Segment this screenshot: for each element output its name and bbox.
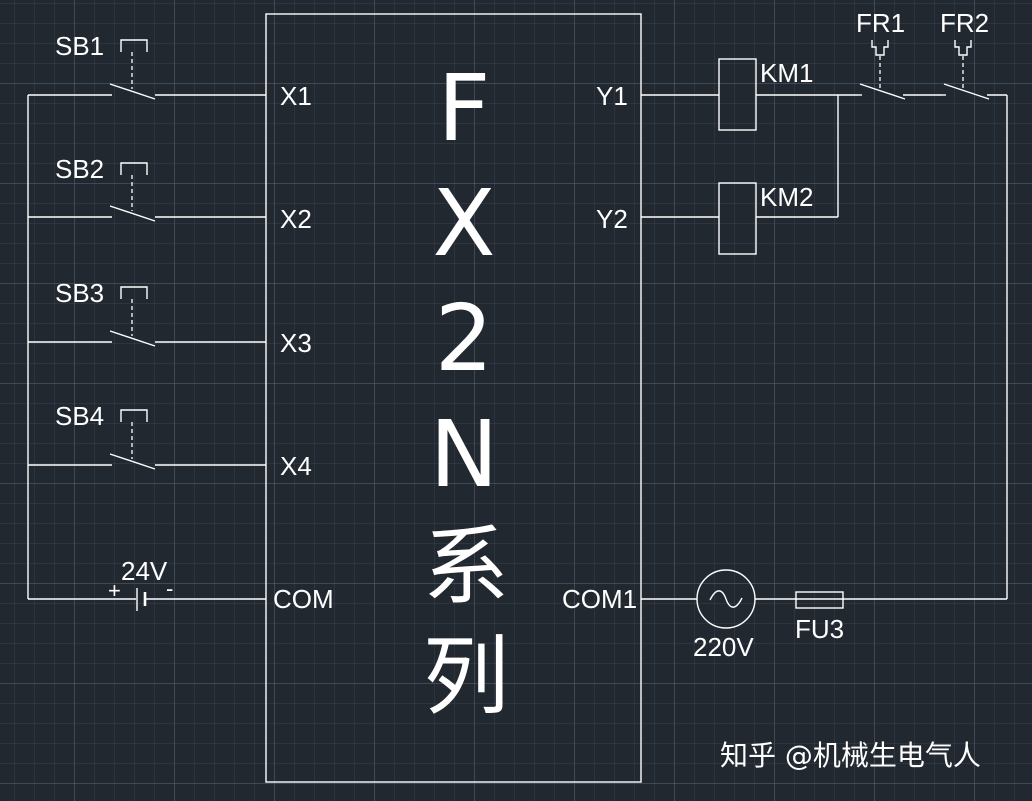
label-fr1: FR1 xyxy=(856,8,905,38)
label-plus: + xyxy=(108,578,121,603)
plc-char-xi: 系 xyxy=(423,517,509,617)
overload-fr2: FR2 xyxy=(940,8,1007,100)
plc-char-f: F xyxy=(438,55,491,162)
plc-char-n: N xyxy=(430,401,499,508)
watermark-text: 知乎 @机械生电气人 xyxy=(720,739,981,772)
label-sb2: SB2 xyxy=(55,154,104,184)
fuse-fu3: FU3 xyxy=(795,591,1007,644)
label-fu3: FU3 xyxy=(795,614,844,644)
dc-supply-24v: 24V + - xyxy=(28,556,266,611)
label-220v: 220V xyxy=(693,632,754,662)
terminal-y1: Y1 xyxy=(596,81,628,111)
label-sb1: SB1 xyxy=(55,31,104,61)
coil-km2: KM2 xyxy=(641,95,839,255)
label-fr2: FR2 xyxy=(940,8,989,38)
label-sb3: SB3 xyxy=(55,278,104,308)
switch-sb1: SB1 xyxy=(28,31,266,100)
label-sb4: SB4 xyxy=(55,401,104,431)
terminal-y2: Y2 xyxy=(596,204,628,234)
terminal-x2: X2 xyxy=(280,204,312,234)
switch-sb2: SB2 xyxy=(28,154,266,222)
overload-fr1: FR1 xyxy=(856,8,942,100)
switch-sb4: SB4 xyxy=(28,401,266,470)
switch-sb3: SB3 xyxy=(28,278,266,347)
coil-km1: KM1 xyxy=(641,58,858,131)
label-24v: 24V xyxy=(121,556,168,586)
terminal-x4: X4 xyxy=(280,451,312,481)
terminal-com1: COM1 xyxy=(562,584,637,614)
terminal-com: COM xyxy=(273,584,334,614)
plc-char-2: 2 xyxy=(435,285,494,392)
ac-source-220v: 220V xyxy=(641,569,796,662)
plc-char-x: X xyxy=(432,170,495,277)
label-km1: KM1 xyxy=(760,58,813,88)
label-km2: KM2 xyxy=(760,182,813,212)
plc-char-lie: 列 xyxy=(423,627,509,727)
label-minus: - xyxy=(166,576,173,601)
terminal-x3: X3 xyxy=(280,328,312,358)
plc-block xyxy=(265,13,642,783)
terminal-x1: X1 xyxy=(280,81,312,111)
